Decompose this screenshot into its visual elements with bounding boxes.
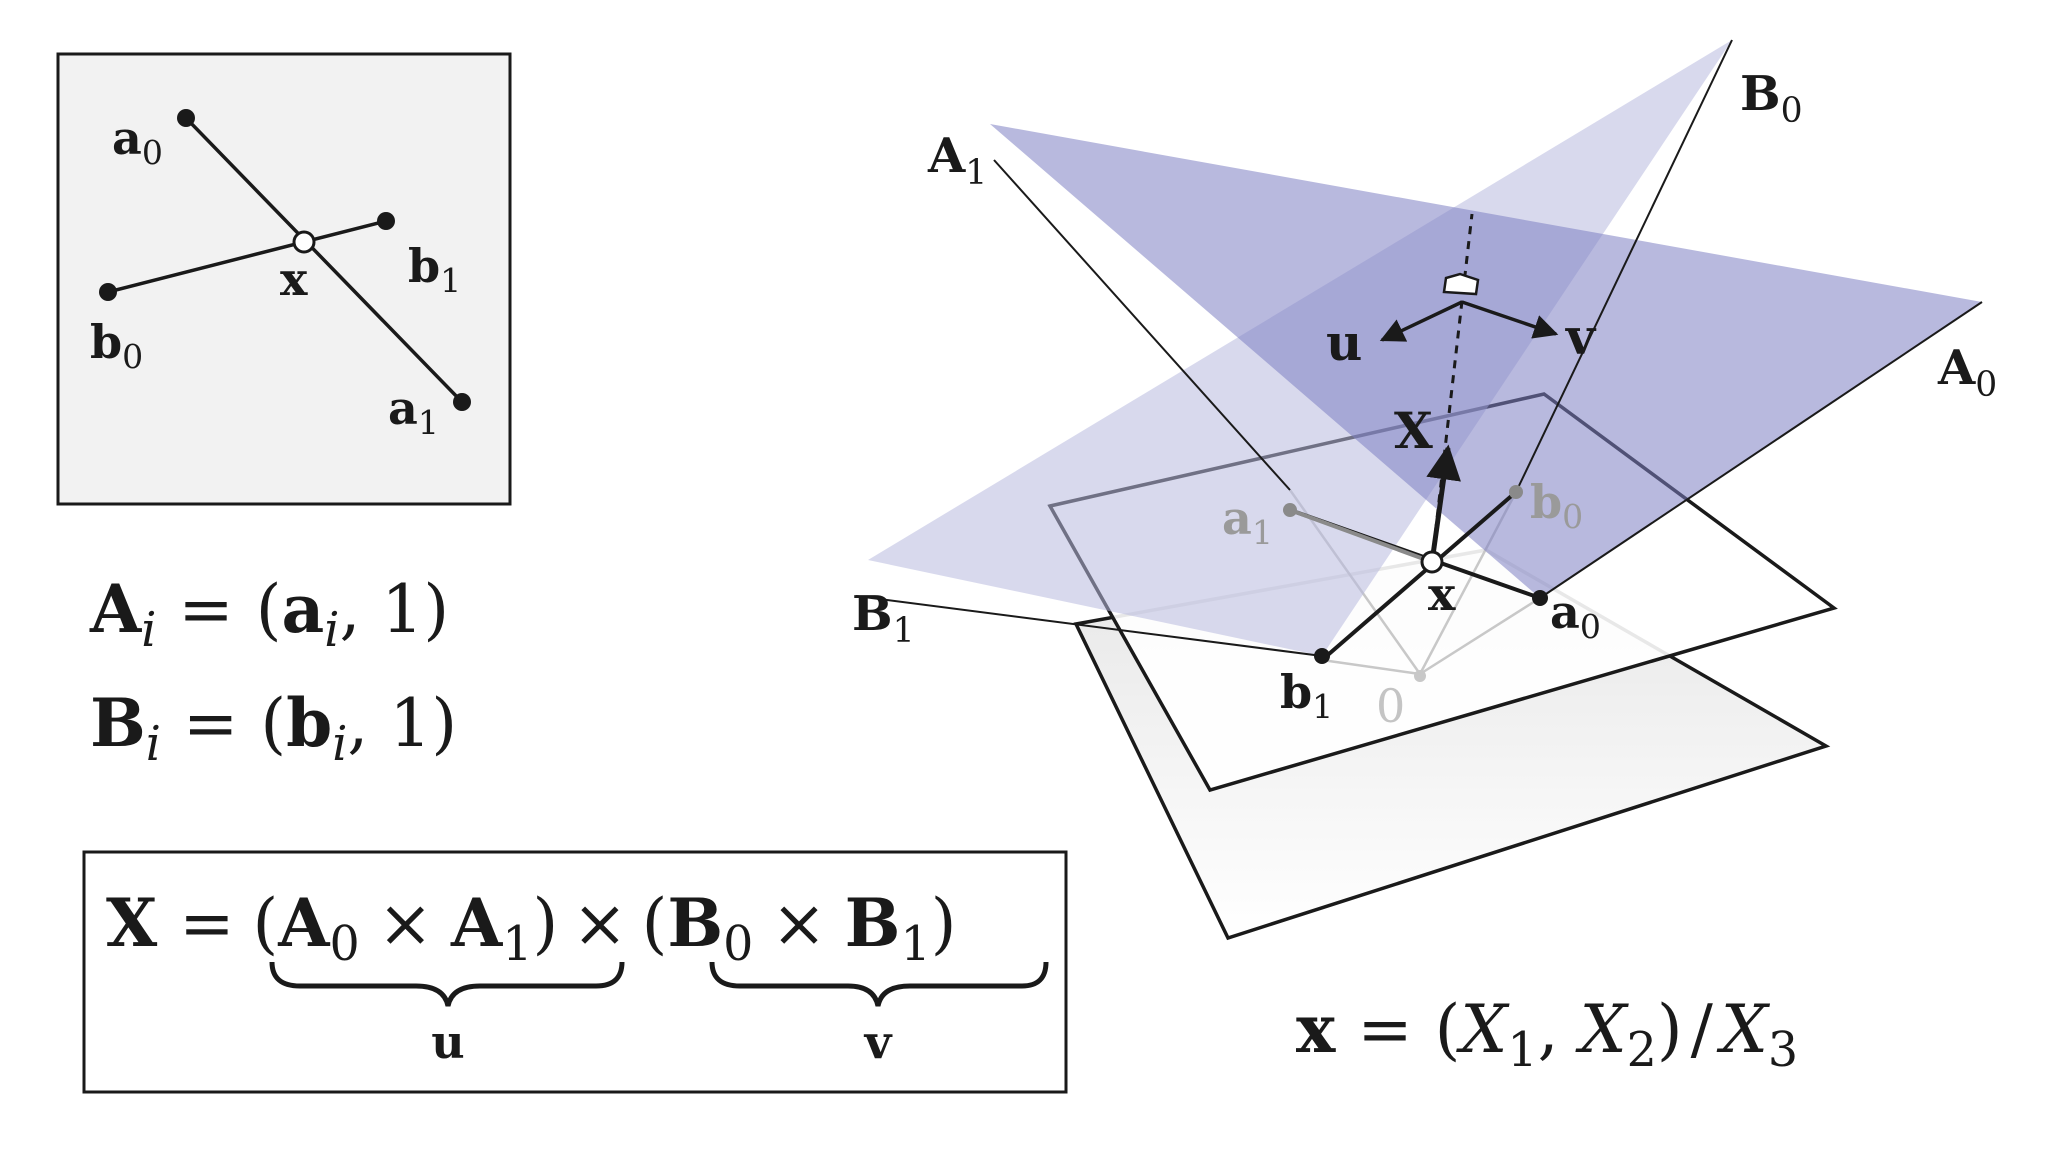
inset-label-x: x: [280, 252, 308, 306]
edge-A1: [993, 159, 1291, 491]
equation-A-def: Ai=(ai, 1): [89, 570, 449, 658]
label-v: v: [1565, 307, 1597, 366]
scene-3d: A1 B0 A0 B1 u v X x a1 b0 a0 b1 0: [852, 39, 1997, 941]
formula-frame: [82, 850, 1068, 1094]
point-x: [292, 230, 316, 254]
point-b1: [377, 212, 395, 230]
label-A1: A1: [927, 128, 987, 193]
scene-point-a0: [1532, 590, 1548, 606]
point-b0: [99, 283, 117, 301]
vector-X: [1426, 444, 1461, 563]
label-A0: A0: [1937, 340, 1997, 405]
brace-label-v: v: [864, 1015, 893, 1069]
label-u: u: [1326, 313, 1362, 372]
line-a: [184, 116, 464, 404]
inset-label-a1: a1: [388, 381, 439, 442]
line-b: [107, 219, 387, 294]
label-X: X: [1394, 401, 1433, 460]
inset-label-b1: b1: [408, 239, 461, 300]
boxed-formula: X=(A0×A1)×(B0×B1) u v: [82, 850, 1068, 1094]
point-a1: [453, 393, 471, 411]
underbrace-u: [269, 961, 625, 1007]
image-line-a-hidden: [1289, 508, 1433, 564]
intersection-line: [1430, 213, 1474, 563]
label-origin: 0: [1376, 679, 1405, 733]
edge-B1: [855, 595, 1323, 657]
vector-v: [1461, 300, 1559, 339]
inset-label-b0: b0: [90, 315, 143, 376]
inset-frame: [56, 52, 512, 506]
equation-X: X=(A0×A1)×(B0×B1): [106, 884, 956, 972]
label-B0: B0: [1740, 66, 1803, 131]
label-x: x: [1428, 567, 1456, 621]
scene-point-a1: [1283, 503, 1297, 517]
edge-B0: [1515, 39, 1733, 493]
plane-A: [990, 124, 1982, 598]
underbrace-v: [709, 961, 1049, 1007]
label-b1: b1: [1280, 665, 1333, 726]
point-a0: [177, 109, 195, 127]
scene-point-b1: [1314, 648, 1330, 664]
label-a1: a1: [1222, 491, 1273, 552]
scene-origin-point: [1414, 670, 1426, 682]
equation-B-def: Bi=(bi, 1): [90, 684, 457, 772]
label-b0: b0: [1530, 475, 1583, 536]
image-line-b: [1320, 490, 1518, 662]
label-a0: a0: [1550, 585, 1601, 646]
equation-x-proj: x=(X1, X2)/X3: [1296, 990, 1798, 1078]
edge-A0: [1539, 301, 1983, 599]
label-B1: B1: [852, 586, 915, 651]
vector-u: [1379, 300, 1463, 342]
inset-panel: a0 b1 x b0 a1: [56, 52, 512, 506]
inset-label-a0: a0: [112, 111, 163, 172]
brace-label-u: u: [431, 1015, 464, 1069]
scene-point-x: [1420, 550, 1444, 574]
scene-point-b0: [1509, 485, 1523, 499]
definitions: Ai=(ai, 1) Bi=(bi, 1): [89, 570, 457, 772]
right-angle-marker: [1442, 272, 1480, 296]
